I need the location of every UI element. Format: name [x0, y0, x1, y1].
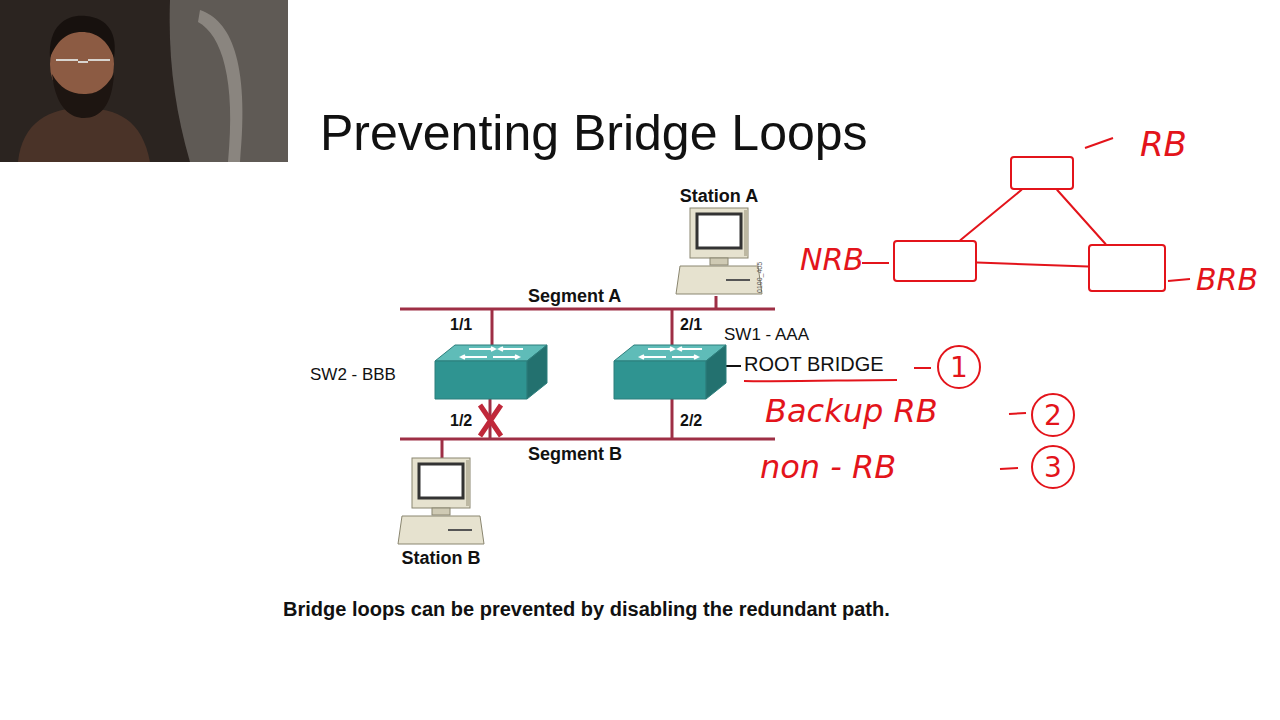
monitor-screen — [419, 464, 463, 498]
switch-name: SW2 - BBB — [310, 365, 396, 385]
monitor-neck — [710, 258, 728, 265]
hand-drawn-link — [1057, 190, 1105, 244]
hand-note: Backup RB — [765, 392, 938, 430]
callout-number: 1 — [936, 344, 982, 390]
monitor-screen — [697, 214, 741, 248]
hand-drawn-box: BRB — [1088, 244, 1166, 292]
segment-line — [400, 438, 775, 441]
circled-number: 3 — [1030, 444, 1076, 490]
hand-note: RB — [1140, 124, 1187, 164]
computer-case — [676, 266, 762, 294]
switch-icon-art — [614, 343, 726, 401]
hand-drawn-box: RB — [1010, 156, 1074, 190]
network-wires — [400, 296, 775, 464]
monitor-side — [744, 210, 748, 256]
switch-name: SW1 - AAA — [724, 325, 809, 345]
monitor-side — [466, 460, 470, 506]
hand-note: BRB — [1196, 262, 1258, 297]
switch-icon: SW1 - AAA — [614, 343, 726, 401]
switch-icon-art — [435, 343, 547, 401]
workstation-icon: Station A — [676, 208, 762, 298]
monitor-neck — [432, 508, 450, 515]
switch-side — [527, 345, 547, 399]
webcam-beard — [52, 74, 114, 118]
switch-side — [706, 345, 726, 399]
monitor-body — [412, 458, 470, 508]
port-number: 2/1 — [680, 316, 702, 334]
hand-dash — [1009, 413, 1026, 414]
callout-number: 2 — [1030, 392, 1076, 438]
circled-number: 2 — [1030, 392, 1076, 438]
monitor-body — [690, 208, 748, 258]
red-underline — [744, 380, 897, 381]
segment-name: Segment A — [528, 286, 621, 307]
computer-case — [398, 516, 484, 544]
port-number: 1/1 — [450, 316, 472, 334]
segment-line — [400, 308, 775, 311]
hand-drawn-link — [961, 190, 1022, 240]
role-label: ROOT BRIDGE — [744, 353, 884, 376]
hand-dash — [1000, 468, 1018, 469]
slide-caption: Bridge loops can be prevented by disabli… — [283, 598, 890, 621]
circled-number: 1 — [936, 344, 982, 390]
workstation-icon-art — [398, 458, 484, 548]
station-wire — [715, 296, 718, 309]
webcam-hair — [50, 16, 115, 58]
hand-note: non - RB — [760, 448, 896, 486]
hand-drawn-box: NRB — [893, 240, 977, 282]
hand-dash — [862, 262, 889, 264]
callout-number: 3 — [1030, 444, 1076, 490]
blocked-port-mark — [480, 405, 501, 436]
drive-slot — [448, 529, 472, 531]
webcam-feed — [0, 0, 288, 162]
workstation-icon: Station B — [398, 458, 484, 548]
hand-dash — [914, 367, 931, 369]
hand-dash — [1085, 138, 1113, 148]
slide-title: Preventing Bridge Loops — [320, 104, 868, 162]
workstation-icon-art — [676, 208, 762, 298]
webcam-chair-edge — [198, 10, 243, 162]
webcam-frame — [0, 0, 288, 162]
station-name: Station B — [378, 548, 504, 569]
drive-slot — [726, 279, 750, 281]
switch-icon: SW2 - BBB — [435, 343, 547, 401]
annotations — [709, 138, 1190, 469]
segment-name: Segment B — [528, 444, 622, 465]
port-wire — [671, 395, 674, 439]
switch-arrows — [640, 347, 702, 359]
webcam-glasses — [56, 60, 110, 62]
switch-front — [614, 361, 706, 399]
hand-drawn-link — [977, 263, 1088, 267]
webcam-chair — [170, 0, 288, 162]
station-name: Station A — [656, 186, 782, 207]
hand-note: NRB — [800, 242, 864, 277]
port-number: 2/2 — [680, 412, 702, 430]
port-number: 1/2 — [450, 412, 472, 430]
hand-dash — [1168, 279, 1190, 281]
switch-front — [435, 361, 527, 399]
switch-arrows — [461, 347, 523, 359]
